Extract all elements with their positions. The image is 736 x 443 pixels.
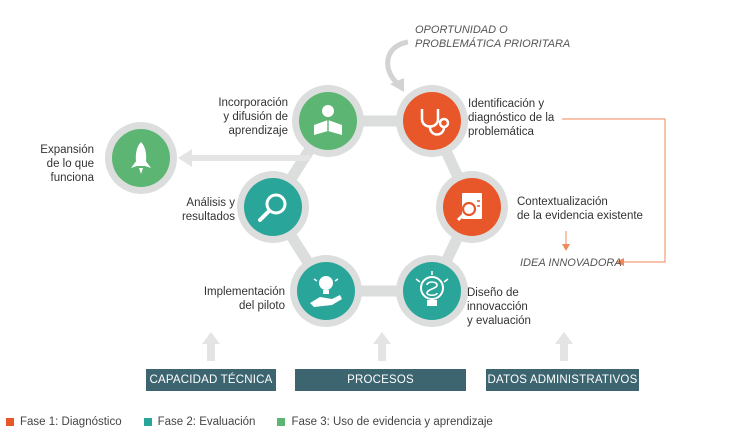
stethoscope-icon	[420, 109, 450, 136]
node-diseno	[396, 255, 468, 327]
rocket-icon	[131, 142, 151, 174]
label-analisis: Análisis y resultados	[181, 197, 235, 223]
label-identificacion: Identificación y diagnóstico de la probl…	[468, 98, 555, 138]
legend-label: Fase 2: Evaluación	[157, 416, 256, 428]
legend-swatch	[277, 418, 286, 426]
label-implementacion: Implementación del piloto	[203, 286, 285, 312]
lightbulb-brain-icon	[415, 271, 449, 306]
node-circle	[403, 262, 461, 320]
legend-swatch	[143, 418, 152, 426]
legend-item-evaluacion: Fase 2: Evaluación	[143, 416, 256, 428]
legend-label: Fase 3: Uso de evidencia y aprendizaje	[291, 416, 493, 428]
node-circle	[403, 92, 461, 150]
label-contextualizacion: Contextualización de la evidencia existe…	[517, 196, 643, 222]
node-analisis	[237, 171, 309, 243]
support-arrows	[202, 332, 573, 361]
opportunity-curve-arrow	[385, 39, 409, 86]
feedback-line-arrowhead	[616, 258, 624, 266]
context-down-arrowhead	[562, 244, 570, 251]
label-expansion: Expansión de lo que funciona	[40, 144, 94, 184]
node-implementacion	[290, 255, 362, 327]
banner-datos: DATOS ADMINISTRATIVOS	[486, 369, 639, 391]
legend-item-diagnostico: Fase 1: Diagnóstico	[6, 416, 122, 428]
idea-note: IDEA INNOVADORA	[520, 257, 622, 269]
node-expansion	[105, 122, 177, 194]
legend-item-uso: Fase 3: Uso de evidencia y aprendizaje	[277, 416, 493, 428]
banner-procesos: PROCESOS INSTITUCIONALES	[295, 369, 466, 408]
document-search-icon	[456, 193, 482, 222]
opportunity-arrow-head	[390, 78, 404, 92]
legend-swatch	[6, 418, 14, 426]
node-circle	[244, 178, 302, 236]
node-contextualizacion	[436, 171, 508, 243]
hand-lightbulb-icon	[310, 276, 342, 307]
magnifier-icon	[258, 193, 287, 222]
label-diseno: Diseño de innovacción y evaluación	[467, 287, 531, 327]
node-incorporacion	[292, 85, 364, 157]
node-identificacion	[396, 85, 468, 157]
opportunity-note: OPORTUNIDAD O PROBLEMÁTICA PRIORITARA	[415, 24, 571, 50]
expansion-arrow	[178, 149, 310, 167]
label-incorporacion: Incorporación y difusión de aprendizaje	[218, 97, 288, 137]
feedback-line	[562, 118, 666, 263]
legend: Fase 1: Diagnóstico Fase 2: Evaluación F…	[6, 416, 493, 428]
reader-icon	[314, 105, 342, 135]
banner-capacidad: CAPACIDAD TÉCNICA	[146, 369, 276, 391]
legend-label: Fase 1: Diagnóstico	[20, 416, 122, 428]
